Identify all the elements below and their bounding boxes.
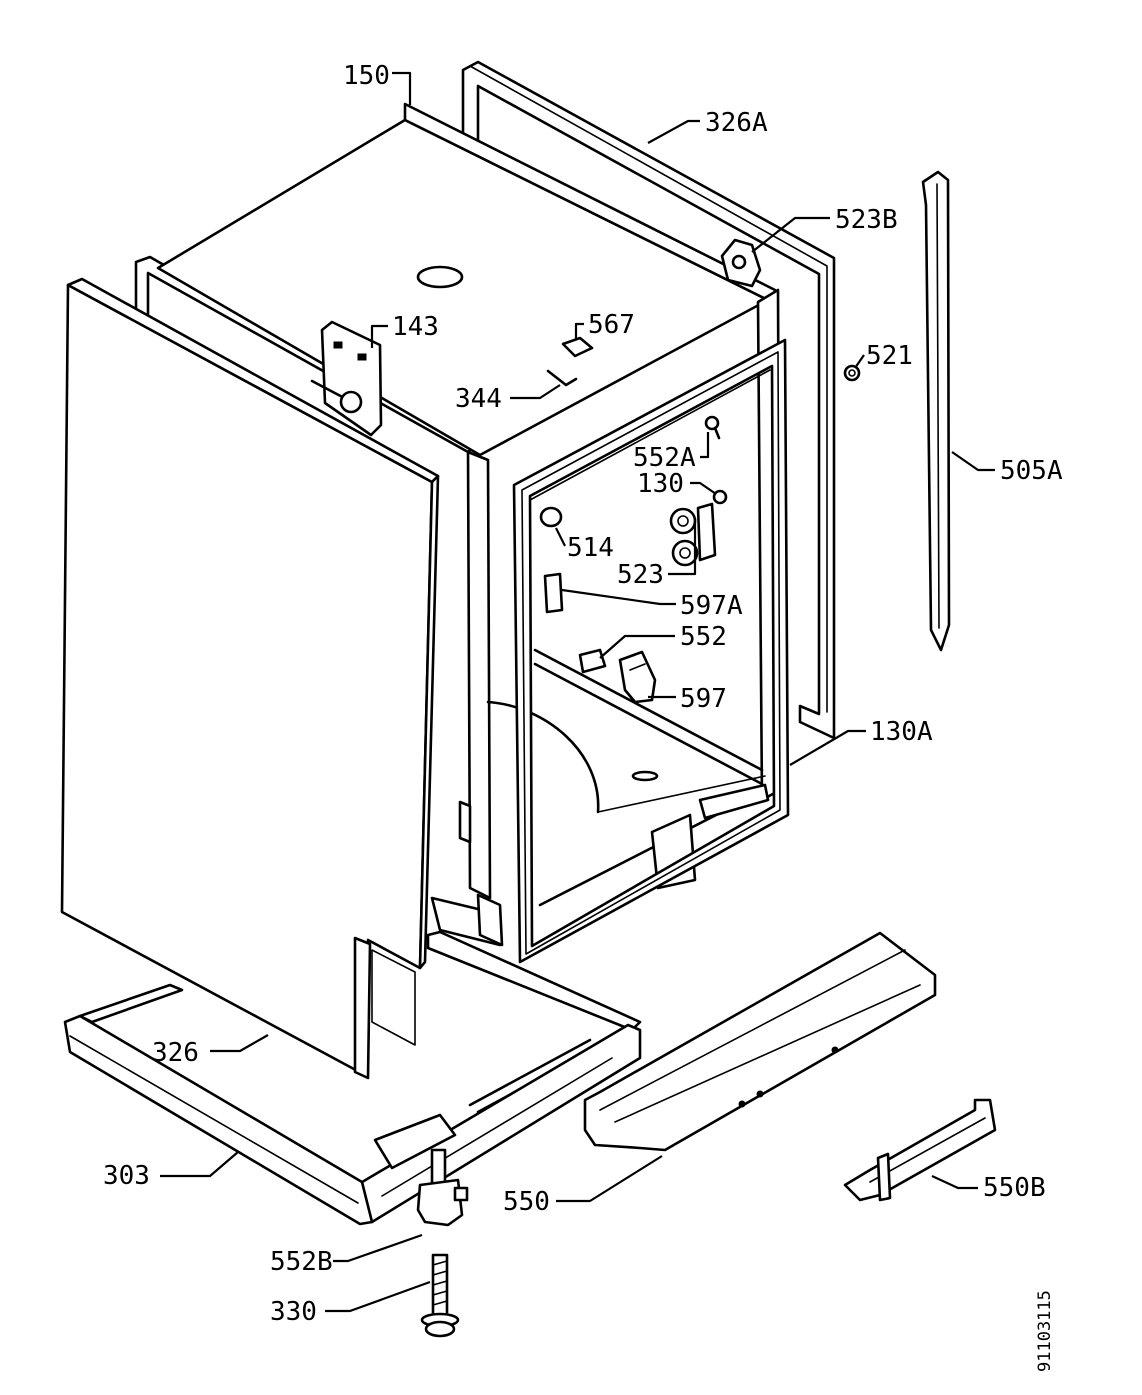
label-552b: 552B (270, 1247, 333, 1277)
label-130: 130 (637, 469, 684, 499)
label-521: 521 (866, 341, 913, 371)
callout-labels: 150 326A 523B 505A 143 567 521 344 552A … (103, 61, 1063, 1327)
label-326a: 326A (705, 108, 768, 138)
label-344: 344 (455, 384, 502, 414)
bracket-143 (310, 320, 383, 437)
label-597: 597 (680, 684, 727, 714)
side-panel-326 (60, 277, 440, 1080)
label-550: 550 (503, 1187, 550, 1217)
floor-slot (631, 770, 659, 782)
label-505a: 505A (1000, 456, 1063, 486)
label-550b: 550B (983, 1173, 1046, 1203)
bar-552 (578, 648, 607, 674)
rail-550 (583, 931, 937, 1152)
label-326: 326 (152, 1038, 199, 1068)
label-330: 330 (270, 1297, 317, 1327)
clip-344 (546, 369, 578, 387)
top-hole (416, 265, 464, 289)
screw-330 (420, 1253, 460, 1338)
hinge-523b (720, 238, 762, 288)
label-552a: 552A (633, 443, 696, 473)
pin-552a (704, 415, 721, 440)
ring-130 (712, 489, 728, 505)
clip-567 (561, 336, 594, 358)
label-597a: 597A (680, 591, 743, 621)
rear-frame-326a (461, 60, 836, 740)
label-523b: 523B (835, 205, 898, 235)
label-552: 552 (680, 622, 727, 652)
cabinet-left-post (458, 450, 492, 900)
label-150: 150 (343, 61, 390, 91)
label-143: 143 (392, 312, 439, 342)
disc-514 (539, 506, 563, 528)
label-514: 514 (567, 533, 614, 563)
label-523: 523 (617, 560, 664, 590)
rail-550b (843, 1098, 997, 1202)
clip-597a (543, 572, 564, 614)
rollers-523 (669, 502, 717, 567)
foot-552b (416, 1148, 469, 1227)
door-gasket-130a (512, 338, 790, 964)
base-frame-303 (63, 930, 642, 1226)
side-strip-505a (921, 170, 951, 652)
label-567: 567 (588, 310, 635, 340)
label-303: 303 (103, 1161, 150, 1191)
label-130a: 130A (870, 717, 933, 747)
hook-597 (618, 650, 657, 704)
plug-521 (843, 364, 861, 382)
drawing-number: 91103115 (1035, 1290, 1055, 1372)
leader-lines (160, 71, 995, 1313)
